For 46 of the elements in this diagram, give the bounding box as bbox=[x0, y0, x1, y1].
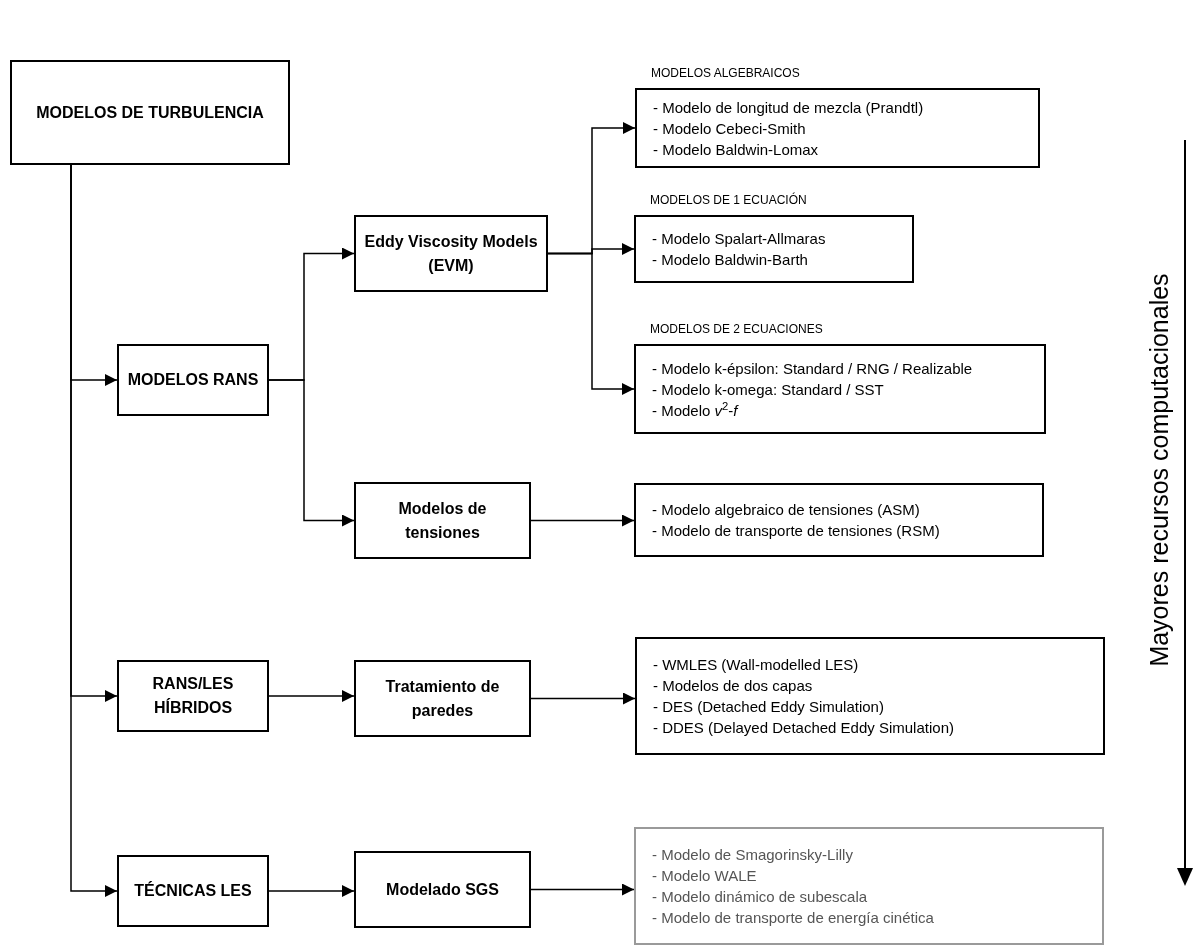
box-title: MODELOS DE TURBULENCIA bbox=[36, 102, 264, 123]
box-title: Modelos de tensiones bbox=[397, 498, 488, 543]
axis-label: Mayores recursos computacionales bbox=[1144, 273, 1175, 667]
process-box bbox=[354, 482, 531, 559]
process-box bbox=[10, 60, 290, 165]
process-box bbox=[354, 215, 548, 292]
list-item: - Modelo WALE bbox=[652, 866, 758, 886]
process-box bbox=[354, 851, 531, 928]
box-title: Modelado SGS bbox=[386, 879, 499, 900]
connector-arrow bbox=[268, 690, 355, 702]
list-item: - Modelo k-épsilon: Standard / RNG / Realizable bbox=[652, 358, 974, 379]
connector-arrow bbox=[547, 252, 635, 395]
box-title: TÉCNICAS LES bbox=[134, 880, 252, 901]
list-item: - Modelo de transporte de energía cinética bbox=[652, 908, 935, 928]
list-item: - Modelo Baldwin-Lomax bbox=[653, 139, 820, 160]
list-item: - Modelo de Smagorinsky-Lilly bbox=[652, 845, 854, 865]
list-item: - Modelo Spalart-Allmaras bbox=[652, 229, 827, 249]
process-box bbox=[117, 660, 269, 732]
box-title: Eddy Viscosity Models (EVM) bbox=[363, 231, 539, 276]
process-box bbox=[354, 660, 531, 737]
list-item: - Modelo Baldwin-Barth bbox=[652, 250, 809, 270]
list-item: - Modelo algebraico de tensiones (ASM) bbox=[652, 500, 921, 520]
group-heading: MODELOS ALGEBRAICOS bbox=[651, 65, 800, 82]
connector-arrow bbox=[268, 885, 355, 897]
list-item: - DDES (Delayed Detached Eddy Simulation) bbox=[653, 718, 955, 738]
list-item: - Modelo v$^{2}$-f bbox=[652, 399, 740, 421]
list-item: - Modelos de dos capas bbox=[653, 676, 814, 696]
list-item: - WMLES (Wall-modelled LES) bbox=[653, 655, 860, 675]
group-heading: MODELOS DE 1 ECUACIÓN bbox=[650, 191, 807, 209]
process-box bbox=[117, 344, 269, 416]
connector-arrow bbox=[70, 164, 118, 897]
connector-arrow bbox=[530, 514, 635, 527]
list-item: - DES (Detached Eddy Simulation) bbox=[653, 697, 885, 717]
list-item: - Modelo de longitud de mezcla (Prandtl) bbox=[653, 97, 925, 118]
connector-arrow bbox=[268, 379, 355, 527]
box-title: Tratamiento de paredes bbox=[384, 676, 501, 721]
connector-arrow bbox=[530, 692, 636, 705]
box-title: MODELOS RANS bbox=[127, 370, 259, 390]
list-item: - Modelo Cebeci-Smith bbox=[653, 118, 807, 139]
box-title: RANS/LES HÍBRIDOS bbox=[151, 674, 235, 718]
process-box bbox=[117, 855, 269, 927]
list-item: - Modelo de transporte de tensiones (RSM) bbox=[652, 521, 941, 541]
connector-arrow bbox=[530, 883, 635, 896]
list-item: - Modelo dinámico de subescala bbox=[652, 887, 869, 907]
list-item: - Modelo k-omega: Standard / SST bbox=[652, 379, 885, 400]
group-heading: MODELOS DE 2 ECUACIONES bbox=[650, 321, 823, 338]
